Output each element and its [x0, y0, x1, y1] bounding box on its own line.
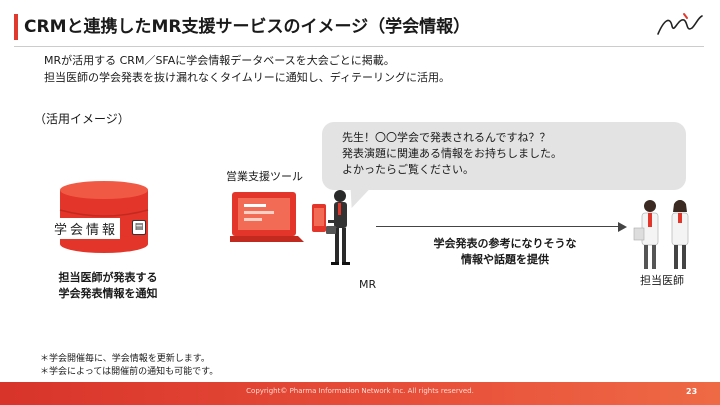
document-badge-icon: ▤ [132, 220, 146, 235]
arrow-head-icon [618, 222, 627, 232]
bubble-line-2: 発表演題に関連ある情報をお持ちしました。 [342, 147, 562, 160]
speech-bubble [322, 122, 686, 190]
footnotes: ＊学会開催毎に、学会情報を更新します。 ＊学会によっては開催前の通知も可能です。 [40, 353, 218, 379]
arrow-caption-line-1: 学会発表の参考になりそうな [433, 237, 577, 250]
sales-tool-label: 営業支援ツール [226, 170, 303, 183]
database-caption: 担当医師が発表する 学会発表情報を通知 [46, 270, 170, 302]
arrow-caption: 学会発表の参考になりそうな 情報や話題を提供 [410, 236, 600, 268]
speech-bubble-text: 先生！〇〇学会で発表されるんですね？？ 発表演題に関連ある情報をお持ちしました。… [342, 130, 562, 178]
footnote-1: ＊学会開催毎に、学会情報を更新します。 [40, 354, 210, 364]
mr-with-laptop-illustration [230, 190, 350, 265]
title-divider [14, 46, 704, 47]
database-label: 学会情報 [52, 218, 121, 239]
database-caption-line-1: 担当医師が発表する [58, 271, 158, 284]
doctors-illustration [633, 200, 689, 269]
copyright-text: Copyright© Pharma Information Network In… [246, 387, 474, 395]
footer-bar [0, 382, 720, 405]
mr-label: MR [359, 278, 377, 291]
intro-line-2: 担当医師の学会発表を抜け漏れなくタイムリーに通知し、ディテーリングに活用。 [44, 71, 451, 84]
example-label: （活用イメージ） [34, 112, 130, 126]
page-title: CRMと連携したMR支援サービスのイメージ（学会情報） [24, 17, 471, 37]
footnote-2: ＊学会によっては開催前の通知も可能です。 [40, 367, 219, 377]
arrow-caption-line-2: 情報や話題を提供 [461, 253, 549, 266]
intro-text: MRが活用する CRM／SFAに学会情報データベースを大会ごとに掲載。 担当医師… [44, 52, 450, 86]
database-caption-line-2: 学会発表情報を通知 [58, 287, 158, 300]
brand-logo-icon [657, 13, 703, 35]
doctor-label: 担当医師 [640, 274, 684, 287]
arrow-line [376, 226, 620, 227]
page-number: 23 [686, 387, 698, 396]
intro-line-1: MRが活用する CRM／SFAに学会情報データベースを大会ごとに掲載。 [44, 54, 395, 67]
title-accent-bar [14, 14, 18, 40]
bubble-line-3: よかったらご覧ください。 [342, 163, 474, 176]
bubble-line-1: 先生！〇〇学会で発表されるんですね？？ [342, 131, 551, 144]
database-cylinder-icon [59, 181, 149, 253]
